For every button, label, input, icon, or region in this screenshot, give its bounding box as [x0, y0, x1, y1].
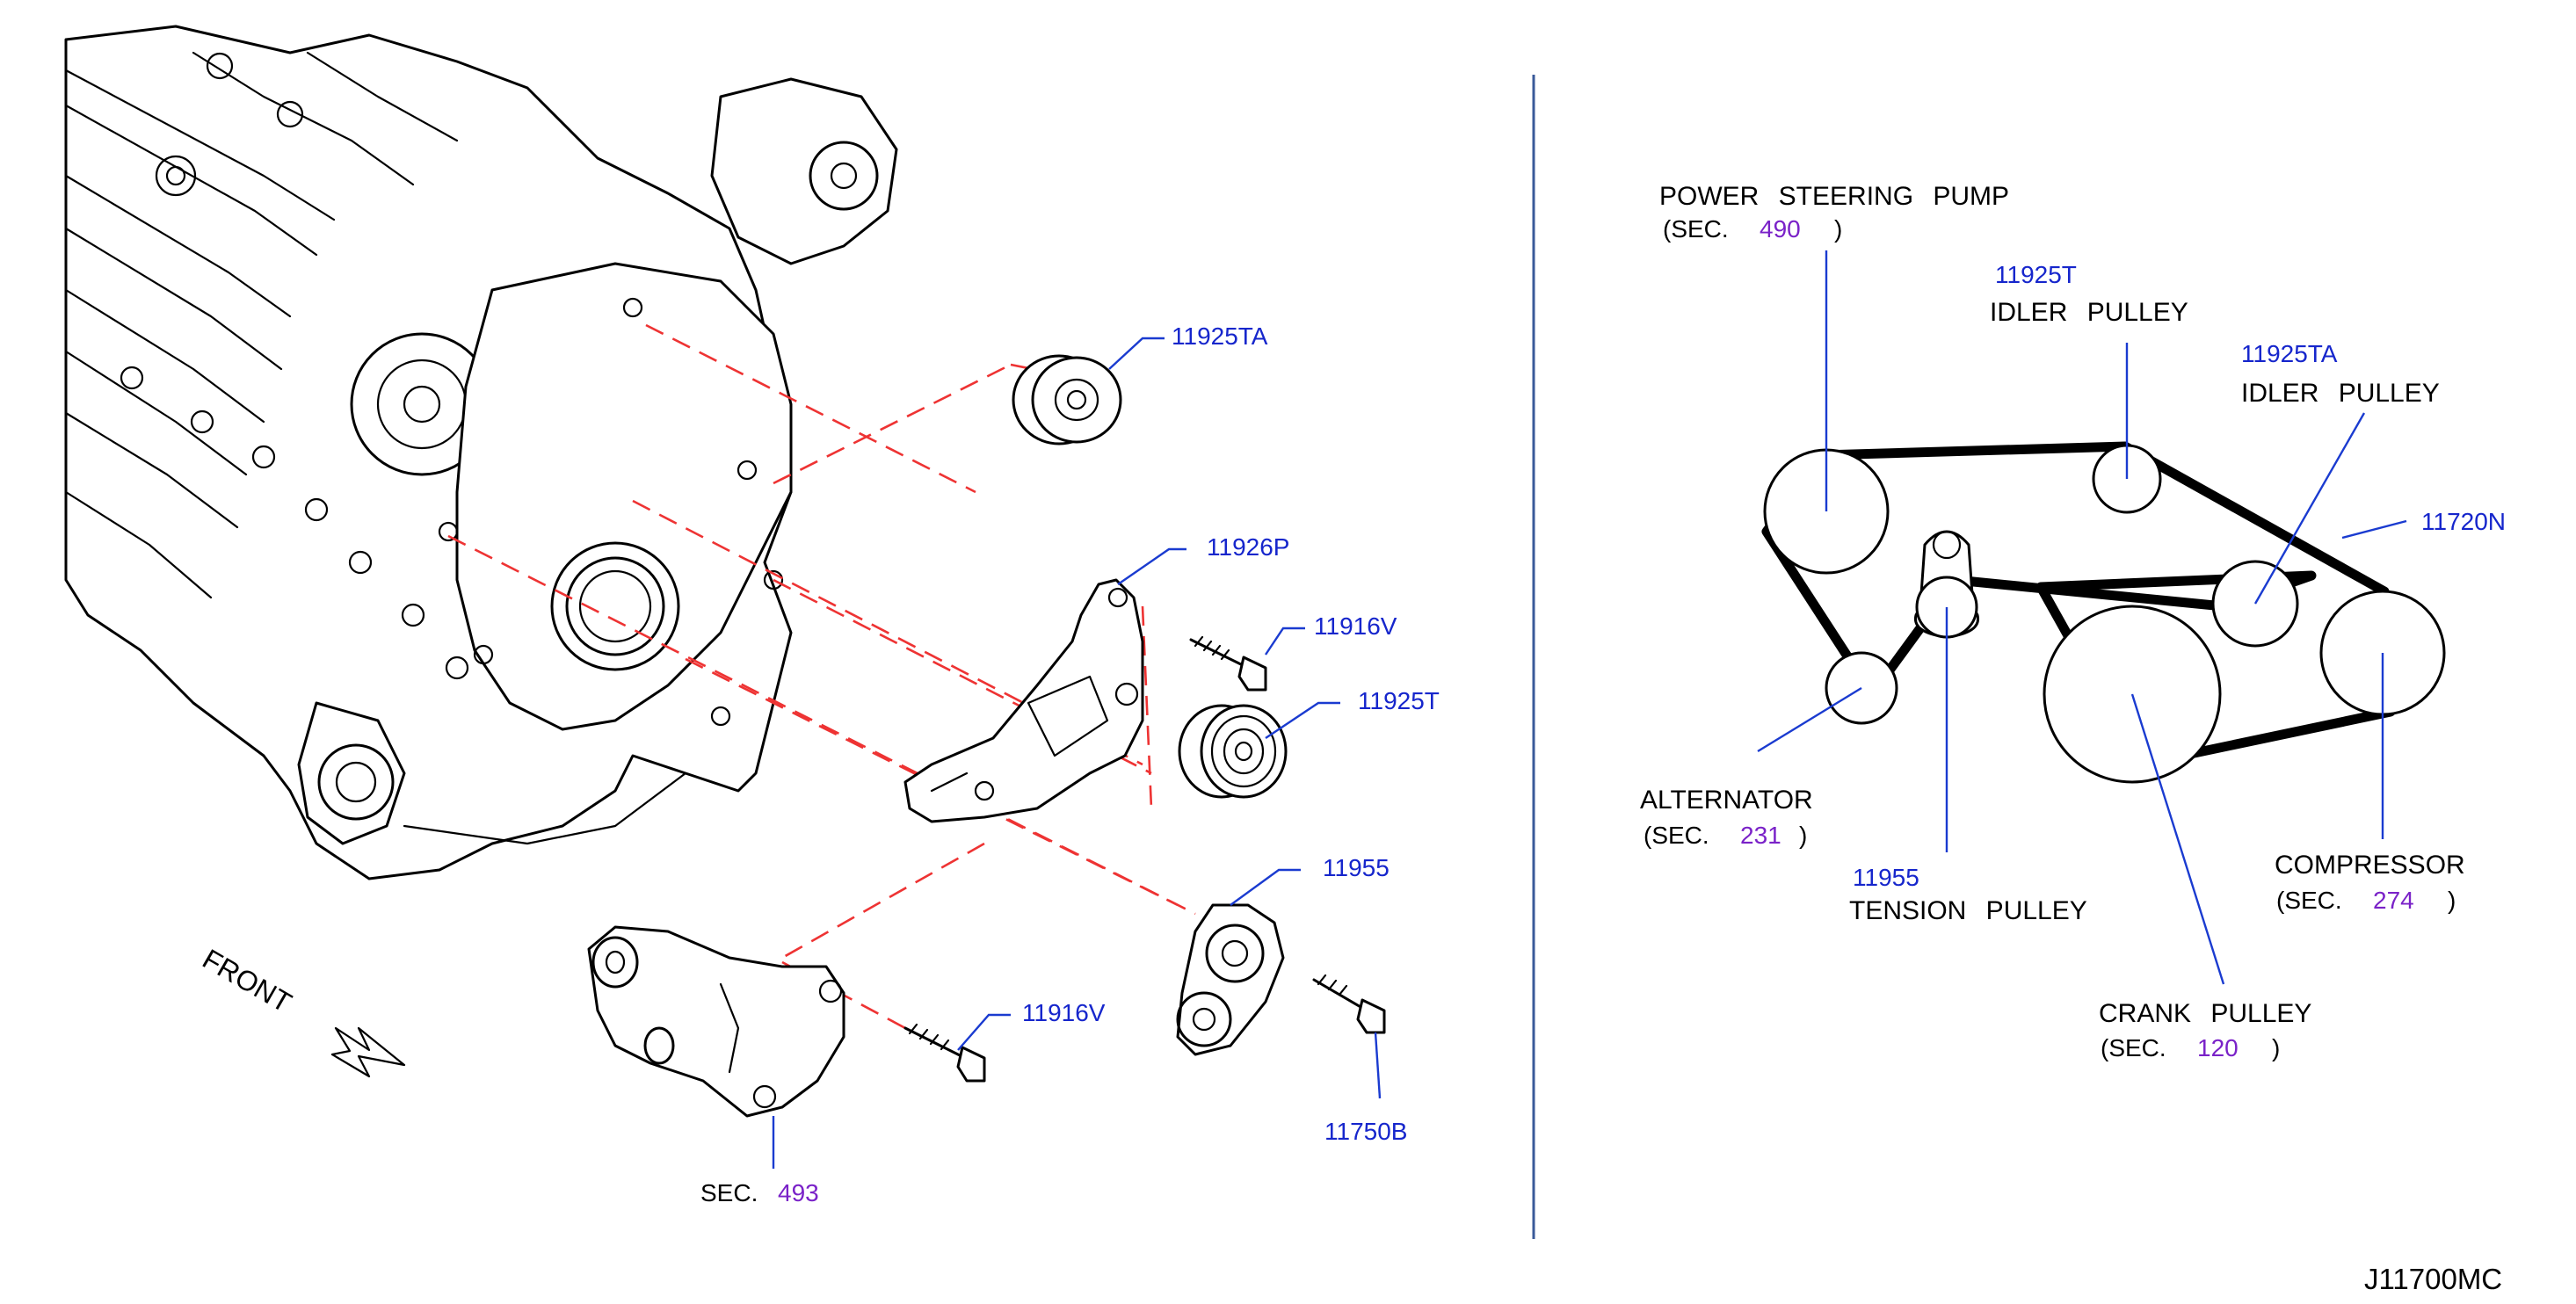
compressor-sec-number: 274: [2373, 887, 2414, 914]
idler-ta-part-number: 11925TA: [2241, 340, 2338, 367]
sec-493-number: 493: [778, 1179, 819, 1206]
part-number-11750b: 11750B: [1324, 1118, 1407, 1145]
alternator-name: ALTERNATOR: [1640, 786, 1813, 815]
front-indicator: FRONT: [198, 943, 406, 1078]
crank-sec-close: ): [2272, 1034, 2280, 1061]
bolt-11916v-lower: [903, 1023, 986, 1083]
tensioner-11955: [1176, 903, 1285, 1056]
power-steering-name: POWER STEERING PUMP: [1659, 182, 2009, 211]
part-number-11955: 11955: [1323, 854, 1390, 881]
crank-name: CRANK PULLEY: [2099, 999, 2311, 1028]
alternator-sec-close: ): [1799, 822, 1807, 849]
exploded-leaders: [772, 337, 1382, 1169]
part-number-11925ta: 11925TA: [1172, 322, 1268, 350]
bolt-11750b: [1312, 974, 1386, 1034]
power-steering-sec-close: ): [1834, 215, 1842, 243]
diagram-id: J11700MC: [2364, 1263, 2502, 1295]
tension-name: TENSION PULLEY: [1849, 896, 2087, 925]
crank-sec-open: (SEC.: [2101, 1034, 2166, 1061]
part-number-11916v-upper: 11916V: [1314, 612, 1397, 640]
belt-part-number: 11720N: [2421, 508, 2506, 535]
belt-leaders: [1757, 250, 2407, 985]
part-number-11925t: 11925T: [1358, 687, 1440, 714]
idler-t-name: IDLER PULLEY: [1990, 298, 2188, 327]
idler-t-part-number: 11925T: [1995, 261, 2077, 288]
crank-sec-number: 120: [2197, 1034, 2239, 1061]
idler-pulley-11925t: [1178, 704, 1288, 799]
bolt-11916v-upper: [1189, 635, 1267, 692]
idler-pulley-11925ta: [1012, 354, 1122, 446]
part-number-11916v-lower: 11916V: [1022, 999, 1106, 1026]
engine-block-drawing: [64, 25, 898, 880]
compressor-name: COMPRESSOR: [2275, 851, 2465, 880]
compressor-sec-open: (SEC.: [2276, 887, 2342, 914]
tension-pulley-pivot: [1932, 530, 1962, 560]
bracket-11926p: [903, 578, 1144, 823]
tension-part-number: 11955: [1853, 864, 1919, 891]
belt-routing-diagram: [1761, 441, 2446, 784]
front-label: FRONT: [198, 943, 297, 1018]
alternator-sec-number: 231: [1740, 822, 1781, 849]
power-steering-sec-open: (SEC.: [1663, 215, 1729, 243]
alternator-sec-open: (SEC.: [1644, 822, 1709, 849]
front-arrow-icon: [330, 1026, 406, 1078]
part-number-11926p: 11926P: [1207, 533, 1289, 561]
bracket-sec-493: [587, 925, 845, 1118]
sec-493-prefix: SEC.: [700, 1179, 758, 1206]
idler-ta-name: IDLER PULLEY: [2241, 379, 2440, 408]
compressor-sec-close: ): [2448, 887, 2456, 914]
power-steering-sec-number: 490: [1760, 215, 1801, 243]
